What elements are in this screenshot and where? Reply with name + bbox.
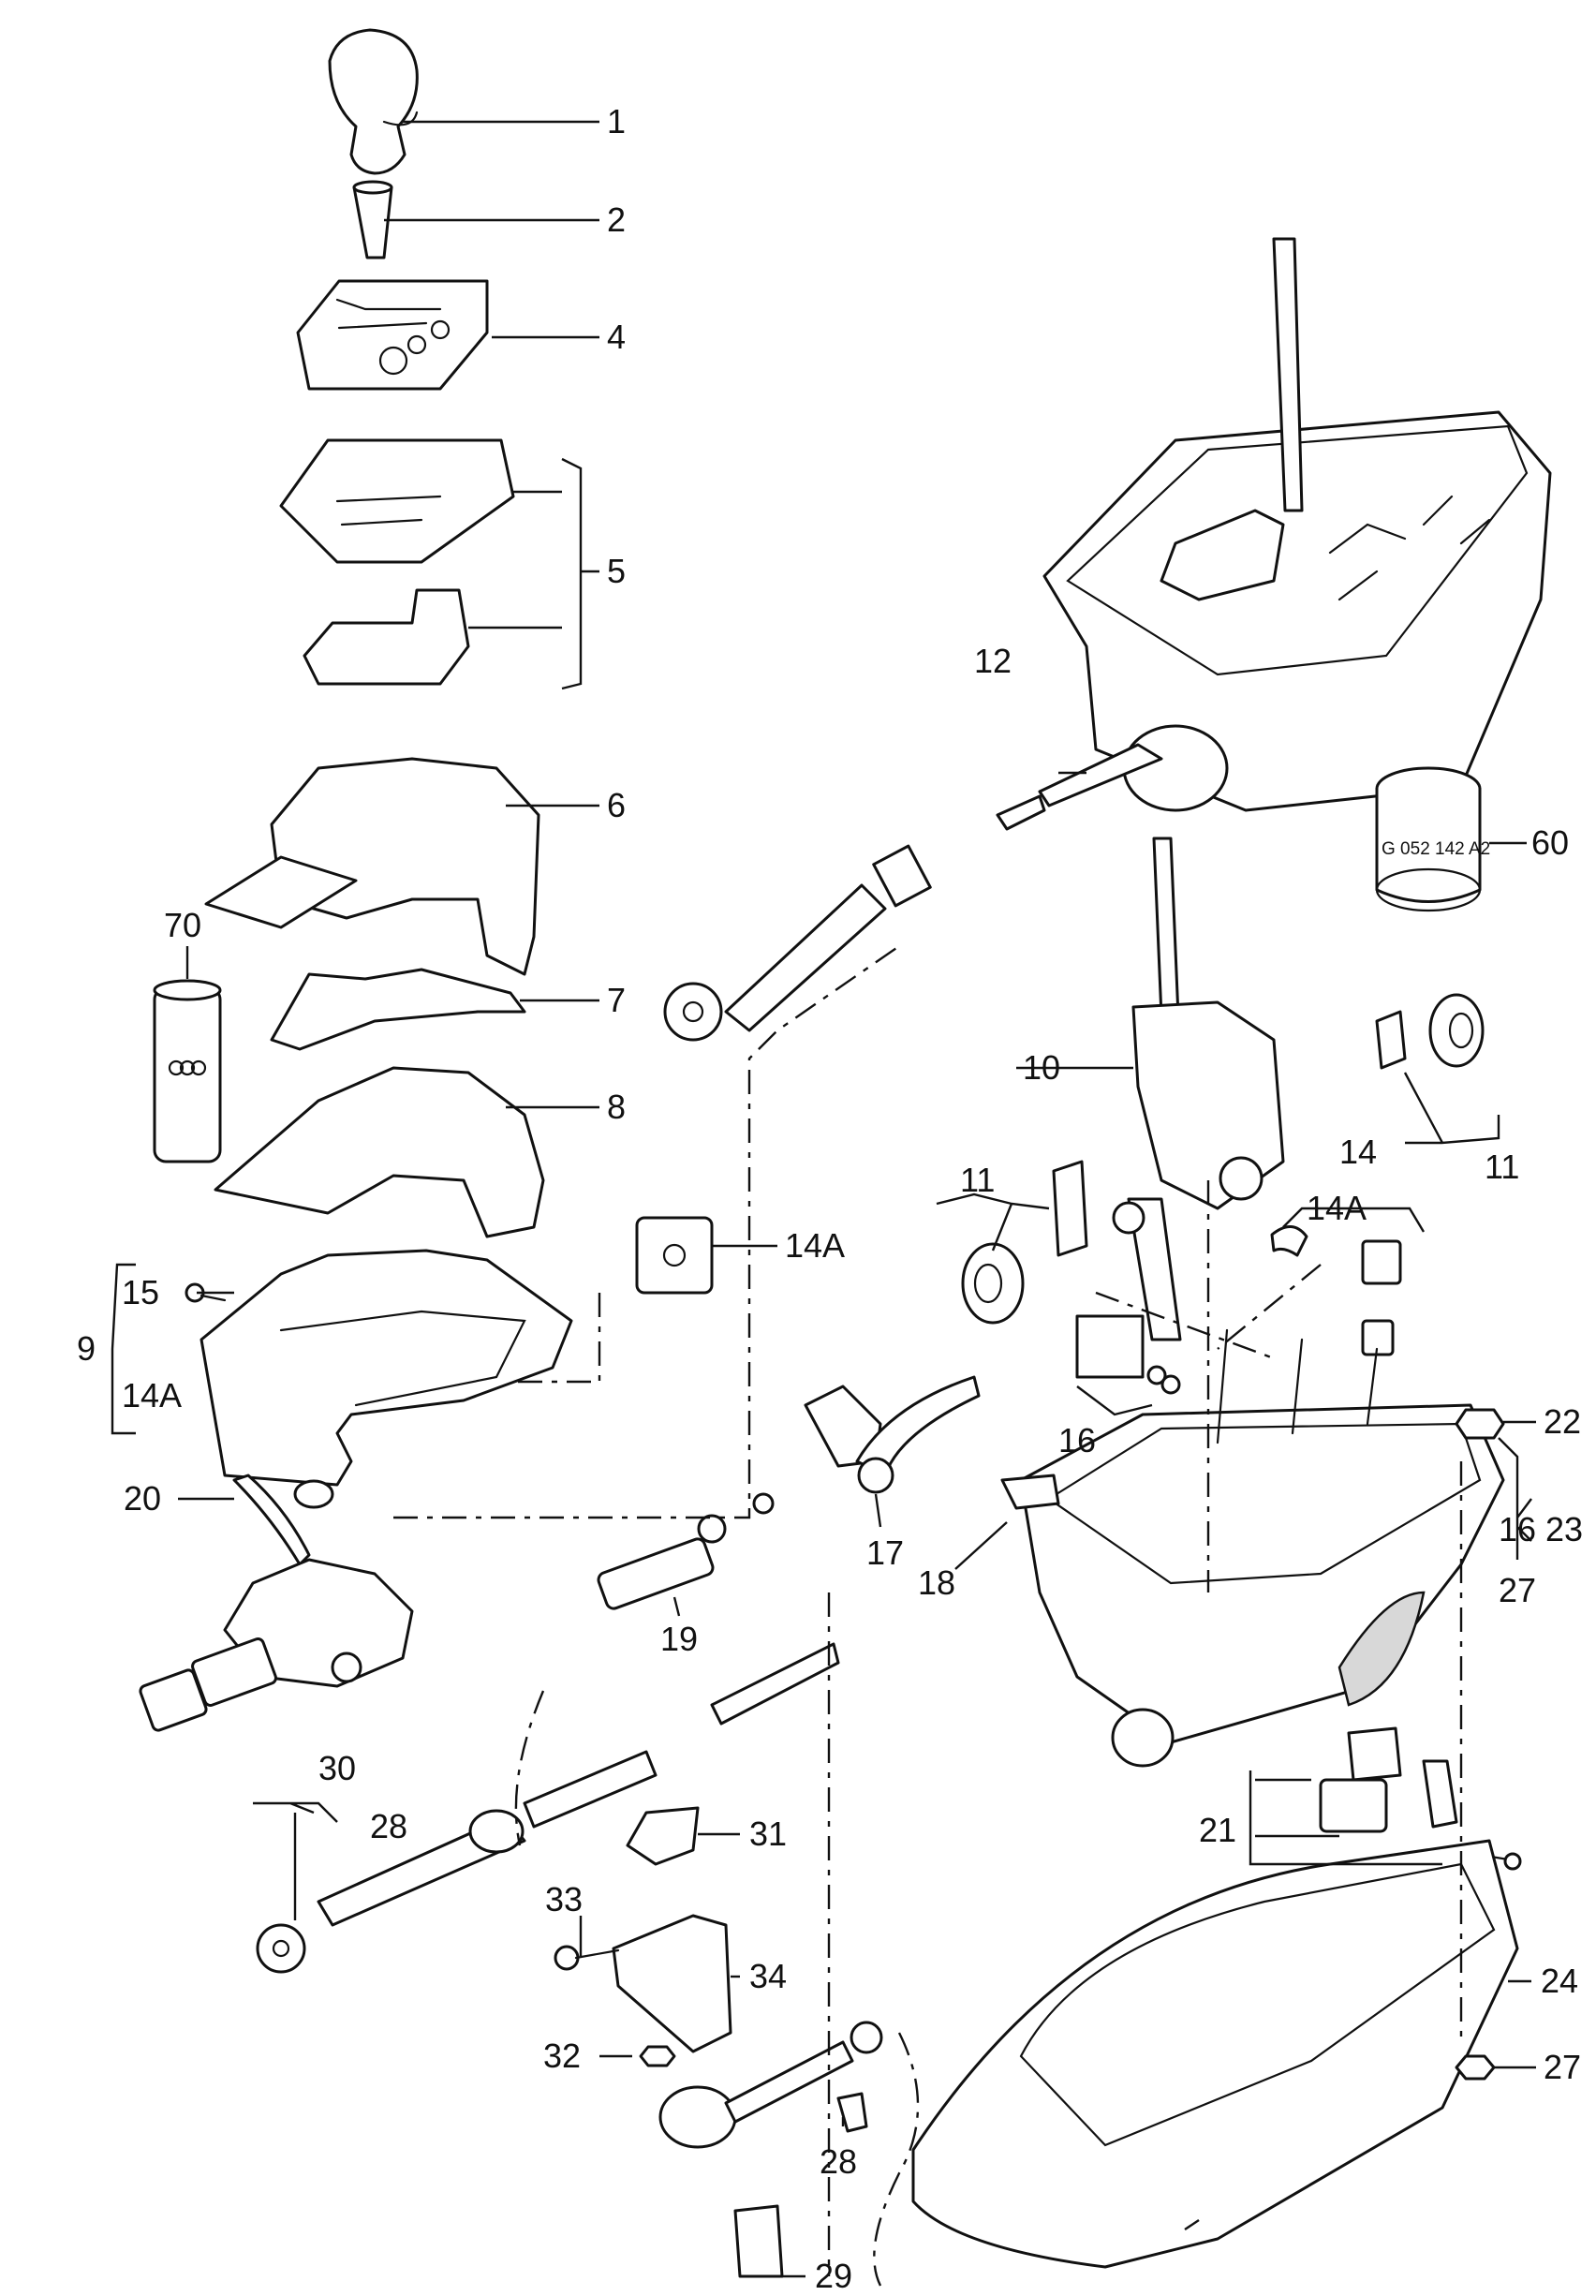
spring-clip-left: [1052, 1160, 1088, 1257]
callout-5: 5: [607, 552, 626, 590]
callout-6: 6: [607, 786, 626, 824]
callout-11-right: 11: [1485, 1148, 1519, 1186]
callout-23: 23: [1545, 1510, 1583, 1548]
shift-knob: [328, 28, 419, 175]
callout-18: 18: [918, 1563, 955, 1602]
callout-29: 29: [815, 2257, 852, 2295]
switch-block: [635, 1216, 714, 1295]
nut-27: [1455, 2054, 1496, 2081]
callout-7: 7: [607, 981, 626, 1019]
gear-bush-left: [961, 1242, 1025, 1325]
ignition-lock: [139, 1558, 414, 1732]
callout-33: 33: [545, 1880, 583, 1918]
retaining-clip: [1000, 1474, 1060, 1510]
callout-9: 9: [77, 1329, 96, 1368]
knob-sleeve: [352, 180, 393, 259]
callout-32: 32: [543, 2037, 581, 2075]
callout-19: 19: [660, 1620, 698, 1658]
callout-2: 2: [607, 200, 626, 239]
spring-clip-right: [1375, 1010, 1407, 1070]
callout-16-left: 16: [1058, 1421, 1096, 1459]
bracket-34: [612, 1914, 732, 2053]
selector-cable-upper: [663, 743, 1163, 1042]
seal-strip: [270, 968, 526, 1051]
relation-lines: [393, 945, 1463, 2287]
selector-mechanism-upper: [1042, 237, 1552, 812]
nut-32: [639, 2045, 676, 2067]
callout-10: 10: [1023, 1048, 1060, 1087]
callout-60: 60: [1531, 823, 1569, 862]
bottom-housing: [911, 1839, 1519, 2269]
ring-part-number: G 052 142 A2: [1382, 839, 1490, 859]
cable-tie: [232, 1474, 334, 1566]
callout-labels: 1 2 4 5 6 70 7 8 14A 15 9 14A 20 12 60 1…: [77, 102, 1583, 2295]
callout-12: 12: [974, 642, 1012, 680]
callout-27-lower: 27: [1544, 2048, 1581, 2086]
callout-28-upper: 28: [370, 1807, 407, 1845]
callout-21: 21: [1199, 1811, 1236, 1849]
callout-8: 8: [607, 1088, 626, 1126]
callout-14A-right: 14A: [1307, 1189, 1367, 1227]
bolt-33: [554, 1945, 620, 1971]
cable-adjuster: [597, 1492, 775, 1610]
lock-lever: [804, 1375, 981, 1494]
selector-lever: [1112, 837, 1285, 1341]
callout-1: 1: [607, 102, 626, 141]
callout-14: 14: [1339, 1133, 1377, 1171]
callout-27-upper: 27: [1499, 1571, 1536, 1609]
bracket-16: [1075, 1314, 1181, 1395]
cover-plate: [279, 438, 515, 686]
callout-16-right: 16: [1499, 1510, 1536, 1548]
callout-14A-left-top: 14A: [785, 1226, 845, 1265]
lock-switch: [1270, 1225, 1402, 1356]
selector-cover: [296, 279, 489, 391]
callout-15: 15: [122, 1273, 159, 1311]
callout-17: 17: [866, 1533, 904, 1572]
callout-24: 24: [1541, 1962, 1578, 2000]
leader-lines: [111, 120, 1536, 2278]
lubricant-can: [153, 979, 222, 1163]
position-switch: [1319, 1726, 1522, 1871]
callout-28-lower: 28: [820, 2142, 857, 2181]
housing-cover: [204, 757, 540, 976]
nut-22: [1455, 1408, 1505, 1440]
bracket-31: [626, 1806, 700, 1866]
callout-70: 70: [164, 906, 201, 944]
shift-boot: [214, 1066, 545, 1238]
bolt-15: [185, 1282, 227, 1303]
callout-4: 4: [607, 318, 626, 356]
callout-22: 22: [1544, 1402, 1581, 1441]
spring-clip-29: [733, 2204, 784, 2278]
selector-mechanism-lower: [1019, 1328, 1505, 1768]
callout-20: 20: [124, 1479, 161, 1518]
callout-14A-left: 14A: [122, 1376, 182, 1415]
gear-bush-right: [1428, 993, 1485, 1068]
callout-34: 34: [749, 1957, 787, 1995]
callout-31: 31: [749, 1815, 787, 1853]
cable-end-lower: [658, 2021, 883, 2149]
sealing-ring: [1375, 766, 1482, 912]
selector-cable-lower: [256, 1642, 840, 1974]
callout-11-left: 11: [960, 1161, 995, 1199]
callout-30: 30: [318, 1749, 356, 1787]
base-frame: [200, 1249, 573, 1487]
